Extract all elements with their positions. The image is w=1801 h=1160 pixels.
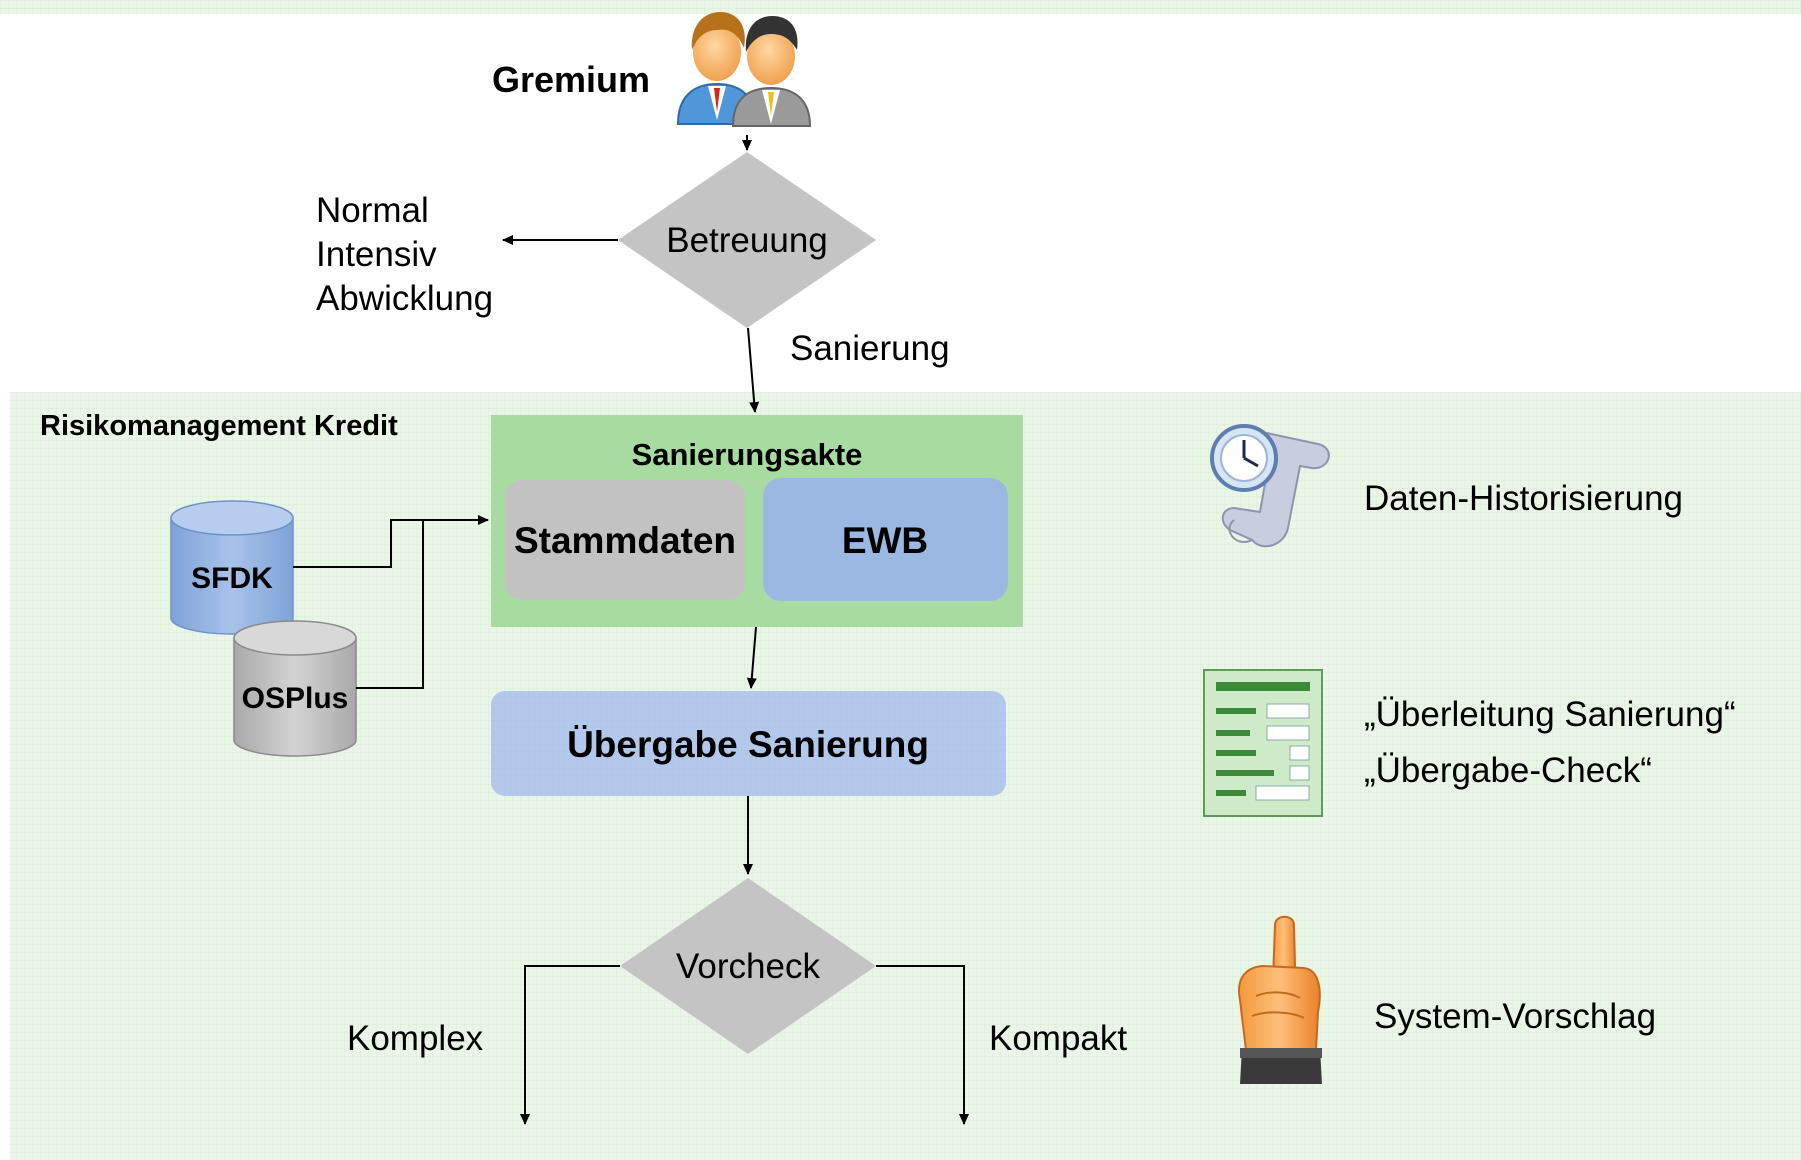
option-abwicklung: Abwicklung (316, 279, 493, 318)
option-normal: Normal (316, 191, 429, 230)
connector-sfdk (293, 519, 422, 568)
historisierung-label: Daten-Historisierung (1364, 479, 1683, 518)
form-icon (1203, 669, 1323, 817)
komplex-label: Komplex (347, 1019, 484, 1058)
option-intensiv: Intensiv (316, 235, 437, 274)
sfdk-label: SFDK (191, 562, 273, 595)
osplus-label: OSPlus (242, 682, 349, 715)
arrow-komplex (520, 965, 620, 1125)
scroll-clock-icon (1210, 424, 1330, 548)
top-band-grid (0, 0, 1801, 14)
region-label: Risikomanagement Kredit (40, 410, 398, 442)
arrow-akte-uebergabe (746, 626, 757, 689)
people-icon (676, 12, 812, 127)
kompakt-label: Kompakt (989, 1019, 1127, 1058)
vorcheck-label: Vorcheck (676, 947, 820, 986)
sanierungsakte-title: Sanierungsakte (632, 437, 863, 472)
pointing-hand-icon (1238, 915, 1322, 1084)
betreuung-diamond (618, 152, 876, 328)
system-vorschlag-label: System-Vorschlag (1374, 997, 1656, 1036)
ewb-label: EWB (842, 520, 928, 561)
osplus-database: OSPlus (233, 620, 357, 757)
gremium-label: Gremium (492, 59, 650, 100)
sanierung-label: Sanierung (790, 329, 950, 368)
connector-osplus (356, 520, 424, 689)
vorcheck-diamond (620, 878, 876, 1054)
arrow-sanierung (747, 327, 760, 413)
ueberleitung-label: „Überleitung Sanierung“ (1364, 695, 1736, 734)
stammdaten-label: Stammdaten (514, 520, 736, 561)
uebergabe-box-texture (491, 691, 1006, 796)
arrow-kompakt (876, 965, 969, 1125)
ewb-box (763, 478, 1008, 601)
uebergabe-check-label: „Übergabe-Check“ (1364, 751, 1652, 790)
uebergabe-label: Übergabe Sanierung (567, 724, 929, 765)
sfdk-database: SFDK (170, 500, 294, 635)
stammdaten-box (505, 480, 745, 600)
betreuung-label: Betreuung (666, 221, 828, 260)
